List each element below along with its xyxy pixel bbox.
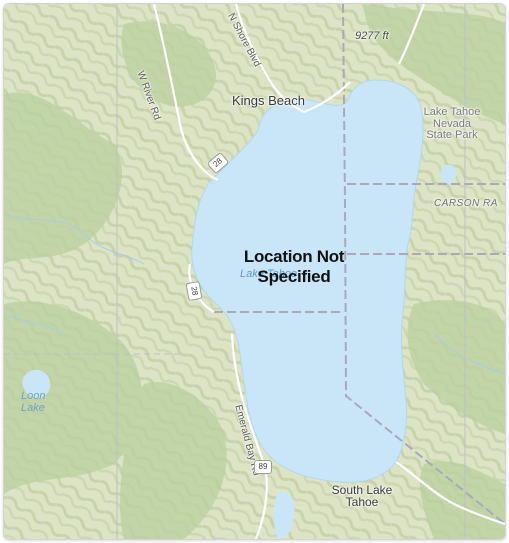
- lake-tahoe-nevada-state-park-label: Lake Tahoe Nevada State Park: [422, 106, 482, 142]
- south-lake-tahoe-line-1: South Lake: [331, 483, 393, 497]
- loon-lake-label-line-2: Lake: [21, 401, 45, 414]
- fallen-leaf-lake-shape: [273, 491, 295, 539]
- map-frame[interactable]: N Shore Blvd W River Rd Emerald Bay Rd 9…: [3, 3, 506, 540]
- park-label-line-1: Lake Tahoe: [423, 106, 481, 118]
- overlay-line-1: Location Not: [243, 247, 345, 266]
- boundary-lines: [214, 4, 505, 525]
- park-label-line-2: Nevada: [433, 117, 471, 130]
- loon-lake-label: Loon Lake: [21, 390, 46, 414]
- carson-range-label: CARSON RA: [434, 198, 498, 209]
- overlay-line-2: Specified: [257, 267, 331, 286]
- location-not-specified-overlay: Location Not Specified: [204, 247, 384, 287]
- elevation-label: 9277 ft: [355, 30, 389, 42]
- forest-areas: [4, 4, 505, 539]
- route-89-shield: 89: [254, 460, 272, 474]
- loon-lake-label-line-1: Loon: [21, 390, 46, 402]
- roads: [152, 4, 505, 539]
- south-lake-tahoe-label: South Lake Tahoe: [322, 484, 402, 508]
- lake-tahoe-shape: [191, 79, 424, 483]
- loon-lake-shape: [22, 369, 51, 399]
- park-label-line-3: State Park: [426, 129, 478, 142]
- small-pond-shape: [440, 164, 457, 184]
- map-canvas[interactable]: [4, 4, 505, 539]
- streams: [4, 213, 505, 375]
- south-lake-tahoe-line-2: Tahoe: [345, 495, 379, 509]
- kings-beach-label: Kings Beach: [232, 93, 305, 108]
- grid-lines: [4, 4, 466, 539]
- route-28-west-shield: 28: [185, 280, 203, 302]
- lake-tahoe-label: Lake Tahoe: [240, 268, 298, 280]
